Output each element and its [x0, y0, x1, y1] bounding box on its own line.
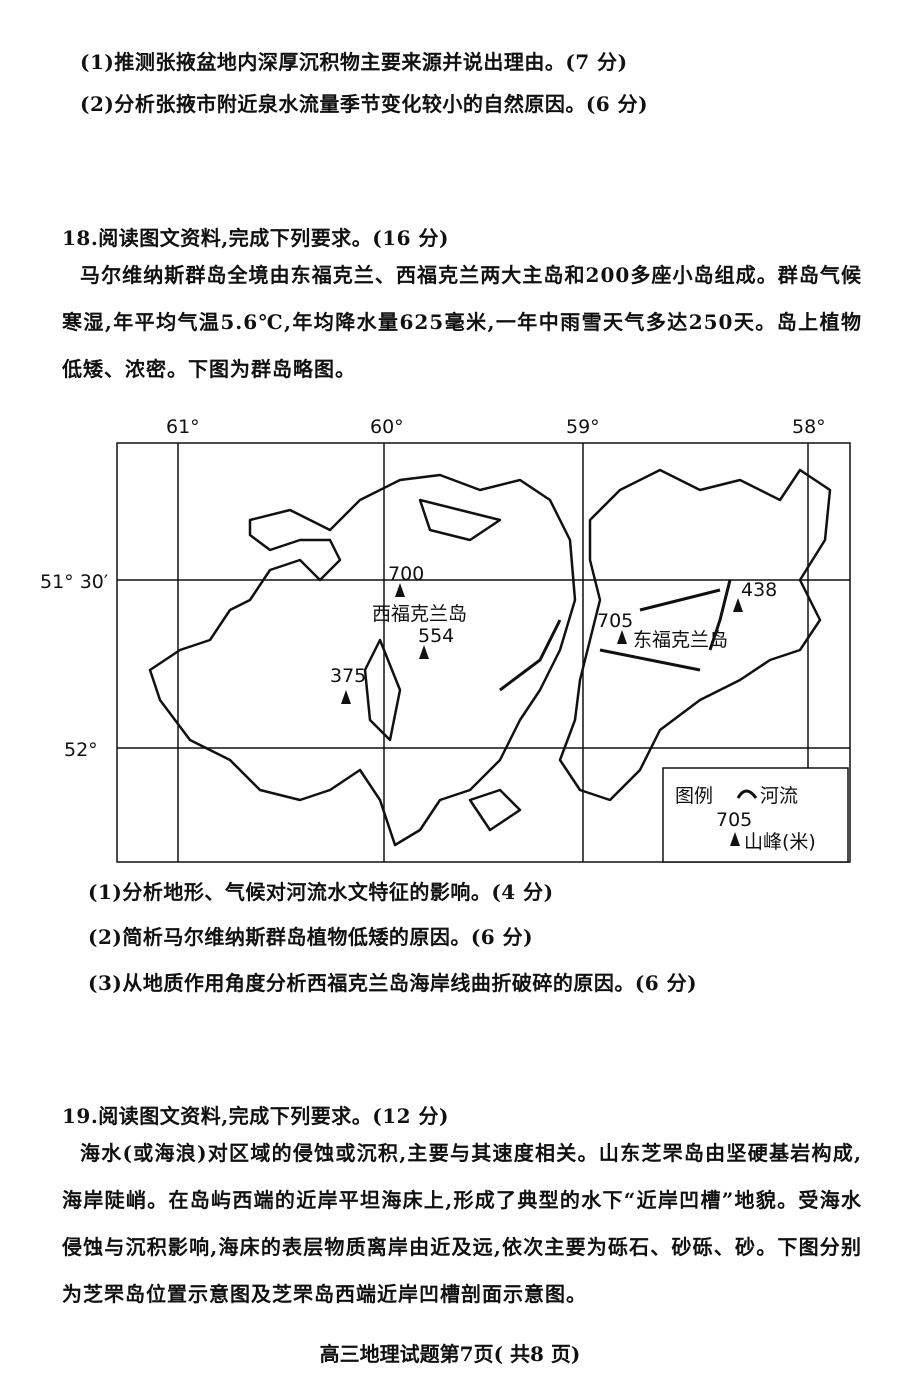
legend-peak-sample: 705	[716, 809, 752, 831]
legend-title: 图例	[675, 785, 713, 807]
q18-paragraph: 马尔维纳斯群岛全境由东福克兰、西福克兰两大主岛和200多座小岛组成。群岛气候寒湿…	[62, 263, 862, 381]
peak-438: 438	[741, 579, 777, 601]
lon-58: 58°	[792, 416, 826, 438]
peak-554: 554	[418, 625, 454, 647]
lon-59: 59°	[566, 416, 600, 438]
q17-sub1: (1)推测张掖盆地内深厚沉积物主要来源并说出理由。(7 分)	[80, 50, 628, 74]
peak-icon	[730, 832, 740, 846]
lat-52: 52°	[64, 739, 98, 761]
q18-sub1: (1)分析地形、气候对河流水文特征的影响。(4 分)	[88, 880, 554, 904]
map-legend: 图例 河流 705 山峰(米)	[662, 767, 849, 863]
peak-700: 700	[388, 563, 424, 585]
peak-375: 375	[330, 665, 366, 687]
peak-705: 705	[597, 610, 633, 632]
q17-sub2: (2)分析张掖市附近泉水流量季节变化较小的自然原因。(6 分)	[80, 92, 649, 116]
legend-river: 河流	[760, 785, 798, 807]
island-west: 西福克兰岛	[372, 603, 467, 625]
lat-51-30: 51° 30′	[40, 571, 108, 593]
q18-title: 18.阅读图文资料,完成下列要求。(16 分)	[62, 226, 449, 250]
q19-title: 19.阅读图文资料,完成下列要求。(12 分)	[62, 1104, 449, 1128]
peak-icons	[341, 583, 743, 704]
rivers	[499, 579, 732, 692]
page-footer: 高三地理试题第7页( 共8 页)	[319, 1342, 581, 1366]
river-icon	[736, 789, 758, 799]
q18-sub2: (2)简析马尔维纳斯群岛植物低矮的原因。(6 分)	[88, 925, 534, 949]
island-east: 东福克兰岛	[633, 629, 728, 651]
coastlines	[148, 468, 832, 847]
q19-paragraph: 海水(或海浪)对区域的侵蚀或沉积,主要与其速度相关。山东芝罘岛由坚硬基岩构成,海…	[62, 1141, 862, 1306]
q18-sub3: (3)从地质作用角度分析西福克兰岛海岸线曲折破碎的原因。(6 分)	[88, 971, 698, 995]
legend-peak: 山峰(米)	[744, 831, 816, 853]
lon-61: 61°	[166, 416, 200, 438]
lon-60: 60°	[370, 416, 404, 438]
falkland-map: 61° 60° 59° 58° 51° 30′ 52° 西福克兰岛 东福克兰岛 …	[40, 416, 851, 863]
